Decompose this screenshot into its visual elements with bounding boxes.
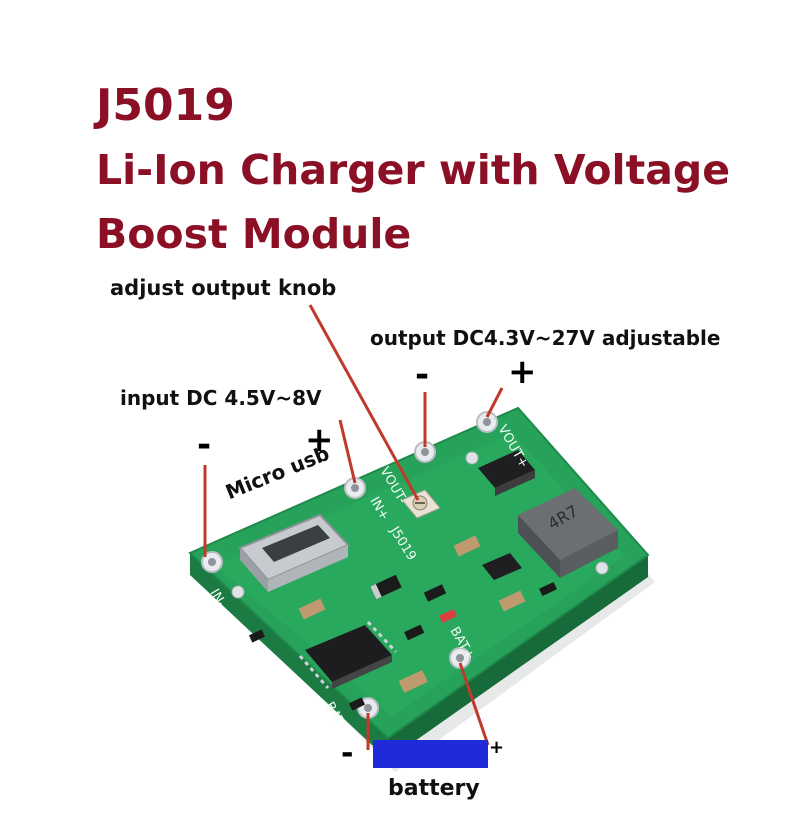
solder-pads [201,411,609,719]
leader-bat-plus [458,662,490,746]
smd-components [248,535,557,711]
pcb-edge-front [190,553,388,760]
battery-minus-sign: - [341,736,354,771]
battery-plus-sign: + [489,737,505,758]
battery-symbol [373,740,488,768]
product-title-line-1: Li-Ion Charger with Voltage [96,146,731,194]
leader-in-plus [338,419,357,484]
input-plus-sign: + [305,420,334,460]
boost-inductor: 4R7 [518,488,618,578]
micro-usb-connector [238,513,350,592]
input-range-label: input DC 4.5V~8V [120,386,322,410]
battery-label: battery [388,776,480,801]
output-minus-sign: - [415,355,430,395]
input-minus-sign: - [197,425,212,465]
charger-ic [298,620,398,689]
pcb-edge-right [388,555,648,760]
product-title-line-2: Boost Module [96,210,412,258]
adjust-knob-label: adjust output knob [110,276,337,300]
small-ic [482,553,522,580]
output-range-label: output DC4.3V~27V adjustable [370,326,721,350]
product-model-title: J5019 [96,80,235,131]
output-plus-sign: + [508,352,537,392]
mosfet [478,450,535,496]
leader-vout-plus [485,387,504,418]
leader-lines [203,304,504,750]
leader-knob [308,304,420,501]
